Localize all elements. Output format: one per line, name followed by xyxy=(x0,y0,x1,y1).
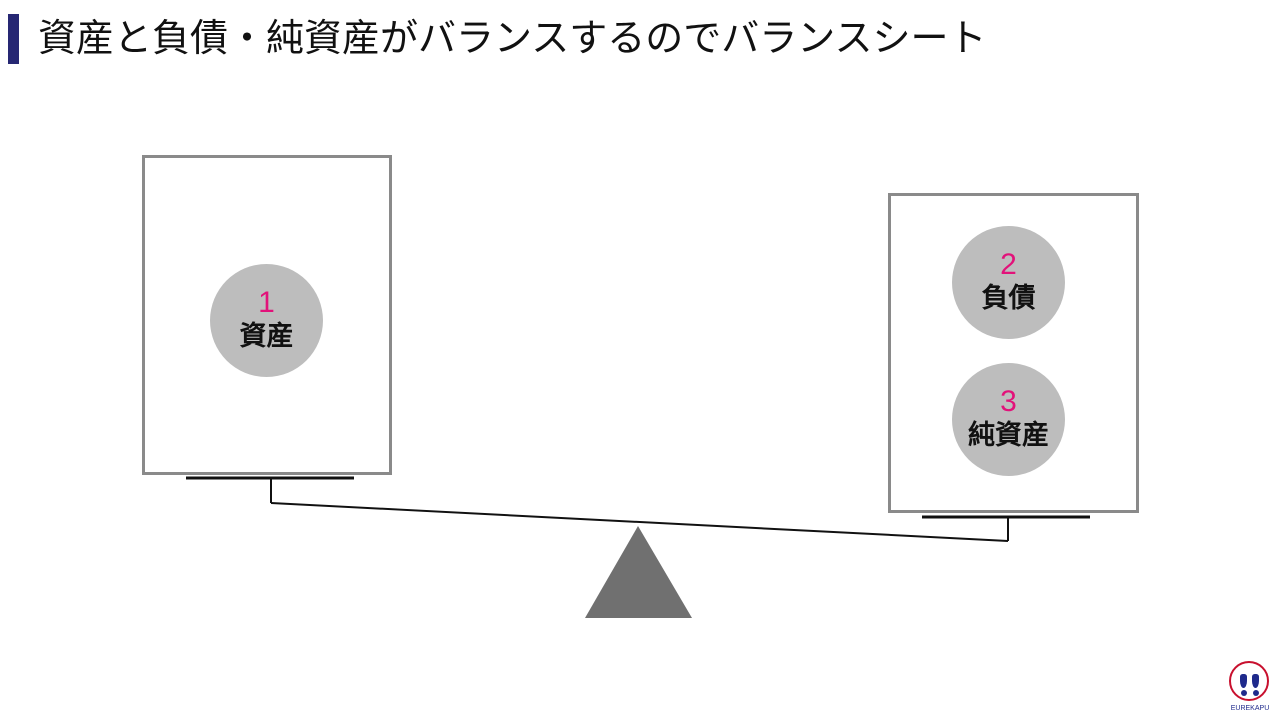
net-assets-number: 3 xyxy=(1000,385,1017,418)
assets-number: 1 xyxy=(258,286,275,319)
net-assets-label: 純資産 xyxy=(968,420,1049,451)
double-exclamation-logo-icon xyxy=(1229,661,1269,701)
assets-circle: 1 資産 xyxy=(210,264,323,377)
eurekapu-logo: EUREKAPU xyxy=(1226,660,1274,716)
assets-label: 資産 xyxy=(239,321,294,352)
scale-beam xyxy=(270,502,1009,542)
title-accent-bar xyxy=(8,14,19,64)
liabilities-number: 2 xyxy=(1000,248,1017,281)
liabilities-circle: 2 負債 xyxy=(952,226,1065,339)
liabilities-label: 負債 xyxy=(981,283,1036,314)
scale-fulcrum-triangle xyxy=(585,526,692,618)
logo-text: EUREKAPU xyxy=(1230,705,1270,712)
slide-title: 資産と負債・純資産がバランスするのでバランスシート xyxy=(38,16,987,60)
net-assets-circle: 3 純資産 xyxy=(952,363,1065,476)
